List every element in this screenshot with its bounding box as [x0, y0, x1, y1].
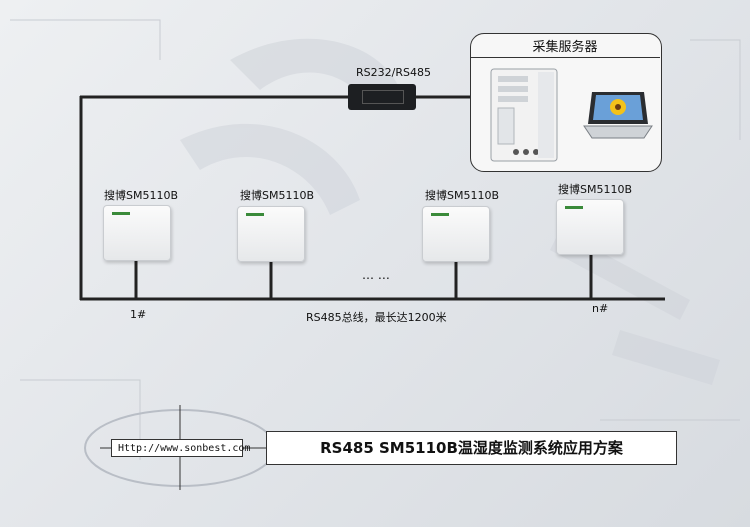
website-url: Http://www.sonbest.com [111, 439, 250, 457]
laptop-icon [583, 92, 653, 139]
server-header-divider [470, 33, 660, 58]
sensor-device-4 [556, 199, 624, 255]
rs232-rs485-converter [348, 84, 416, 110]
brand-mark [565, 206, 583, 209]
sensor-device-2 [237, 206, 305, 262]
server-tower-icon [490, 68, 558, 162]
converter-label: RS232/RS485 [356, 66, 431, 79]
sensor-label-1: 搜博SM5110B [104, 189, 179, 202]
brand-mark [431, 213, 449, 216]
brand-mark [246, 213, 264, 216]
sensor-label-4: 搜博SM5110B [558, 183, 633, 196]
node-last-label: n# [592, 302, 609, 315]
sensor-device-3 [422, 206, 490, 262]
bus-caption: RS485总线，最长达1200米 [306, 311, 447, 324]
sensor-label-2: 搜博SM5110B [240, 189, 315, 202]
converter-panel [362, 90, 404, 104]
server-title: 采集服务器 [532, 40, 598, 55]
brand-mark [112, 212, 130, 215]
sensor-label-3: 搜博SM5110B [425, 189, 500, 202]
ellipsis: … … [362, 268, 390, 282]
node-first-label: 1# [130, 308, 147, 321]
sensor-device-1 [103, 205, 171, 261]
main-title: RS485 SM5110B温湿度监测系统应用方案 [266, 431, 677, 465]
